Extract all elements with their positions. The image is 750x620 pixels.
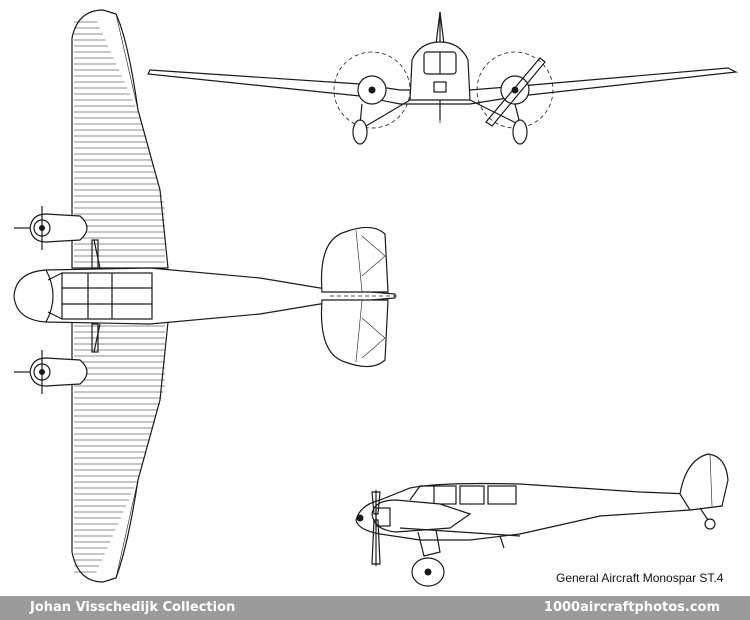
top-view xyxy=(13,9,398,583)
footer-collection-credit: Johan Visschedijk Collection xyxy=(30,600,236,615)
top-view-engine-upper xyxy=(14,206,88,250)
footer-bar: Johan Visschedijk Collection 1000aircraf… xyxy=(0,596,750,620)
top-view-engine-lower xyxy=(14,350,88,394)
top-view-fuselage xyxy=(13,239,396,353)
side-view xyxy=(355,453,729,587)
top-view-wing-ribs xyxy=(74,21,165,573)
front-view xyxy=(147,11,739,145)
footer-site-link[interactable]: 1000aircraftphotos.com xyxy=(543,600,720,615)
top-view-tailplane xyxy=(320,226,398,368)
three-view-drawing xyxy=(13,9,739,587)
drawing-caption: General Aircraft Monospar ST.4 xyxy=(556,571,724,585)
